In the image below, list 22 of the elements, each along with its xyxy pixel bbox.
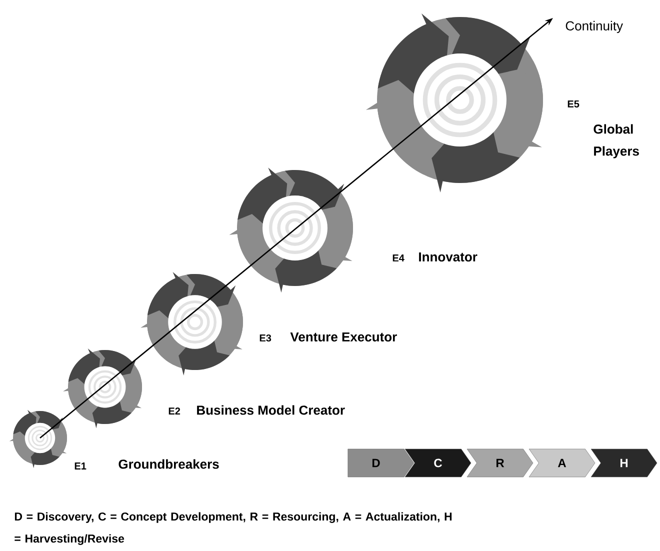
cycle-drawing — [366, 14, 543, 193]
chevron-step: A — [528, 448, 596, 478]
cycle-drawing — [63, 348, 142, 428]
cycle-drawing — [140, 272, 243, 376]
cycle-drawing — [9, 410, 67, 468]
caption: D = Discovery, C = Concept Development, R = Resourcing, A = Actualization, H = Harvesting/Revise — [14, 512, 452, 545]
stage-code: E1 — [74, 462, 86, 470]
stage-code: E2 — [168, 408, 180, 414]
stage-name: Innovator — [419, 252, 478, 262]
chevron-step: D — [348, 448, 414, 478]
chevron-step: H — [590, 448, 658, 478]
stage-code: E5 — [568, 100, 580, 108]
stage-code: E4 — [392, 254, 404, 262]
stage-name: Business Model Creator — [197, 405, 345, 415]
arrow-label: Continuity — [566, 20, 623, 34]
cycle-drawing — [229, 168, 353, 293]
chevron-step: C — [404, 448, 472, 478]
stage-name: Venture Executor — [290, 332, 397, 342]
stage-code: E3 — [260, 334, 272, 342]
chevron-step: R — [466, 448, 534, 478]
stage-name: Groundbreakers — [118, 459, 219, 469]
stage-name: Global Players — [594, 124, 639, 158]
